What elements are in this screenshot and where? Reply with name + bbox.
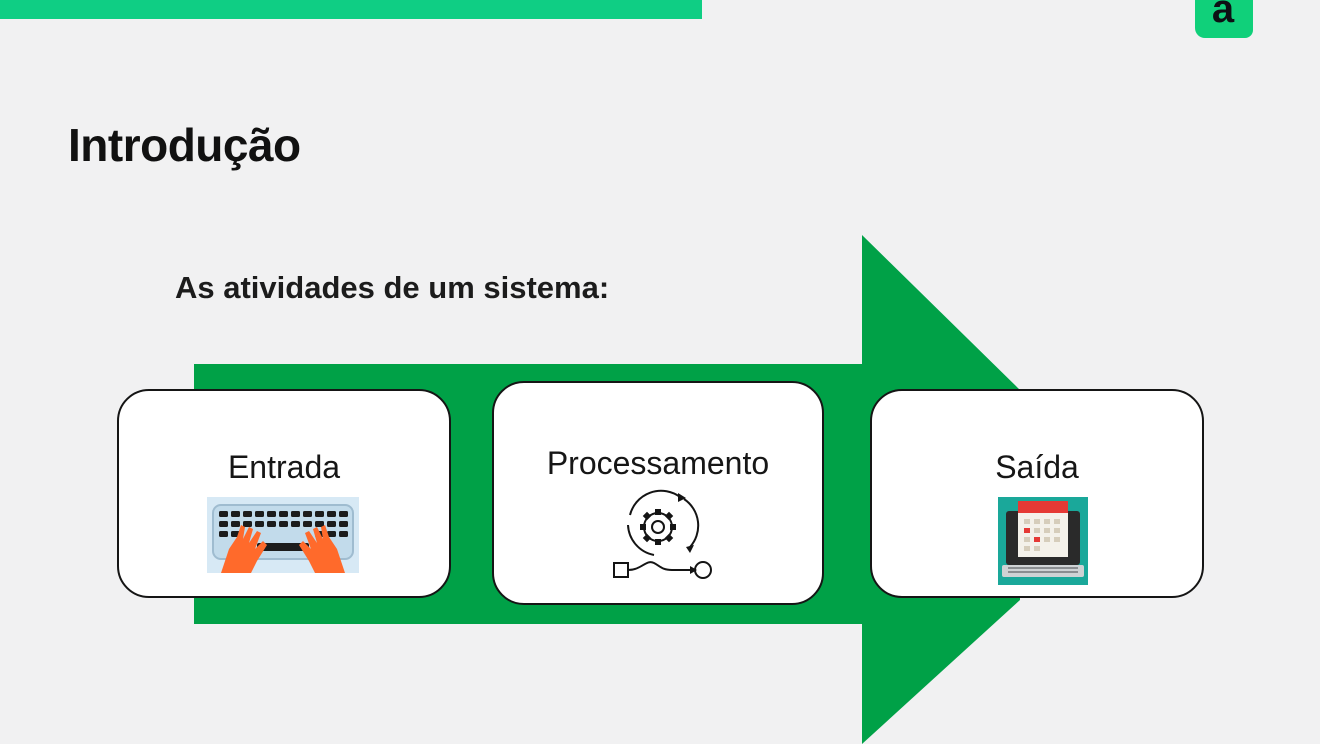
keyboard-typing-icon — [207, 497, 359, 573]
gear-process-icon — [613, 489, 712, 579]
card-processamento: Processamento — [492, 381, 824, 605]
card-label-saida: Saída — [995, 449, 1079, 485]
subtitle: As atividades de um sistema: — [175, 270, 610, 305]
top-accent-bar — [0, 0, 702, 19]
logo-letter: a — [1211, 0, 1235, 31]
card-label-processamento: Processamento — [546, 445, 770, 481]
brand-logo-icon: a — [1195, 0, 1253, 38]
card-label-entrada: Entrada — [227, 449, 341, 485]
card-entrada: Entrada — [117, 389, 451, 598]
laptop-calendar-icon — [998, 497, 1088, 585]
card-saida: Saída — [870, 389, 1204, 598]
page-title: Introdução — [68, 119, 301, 171]
